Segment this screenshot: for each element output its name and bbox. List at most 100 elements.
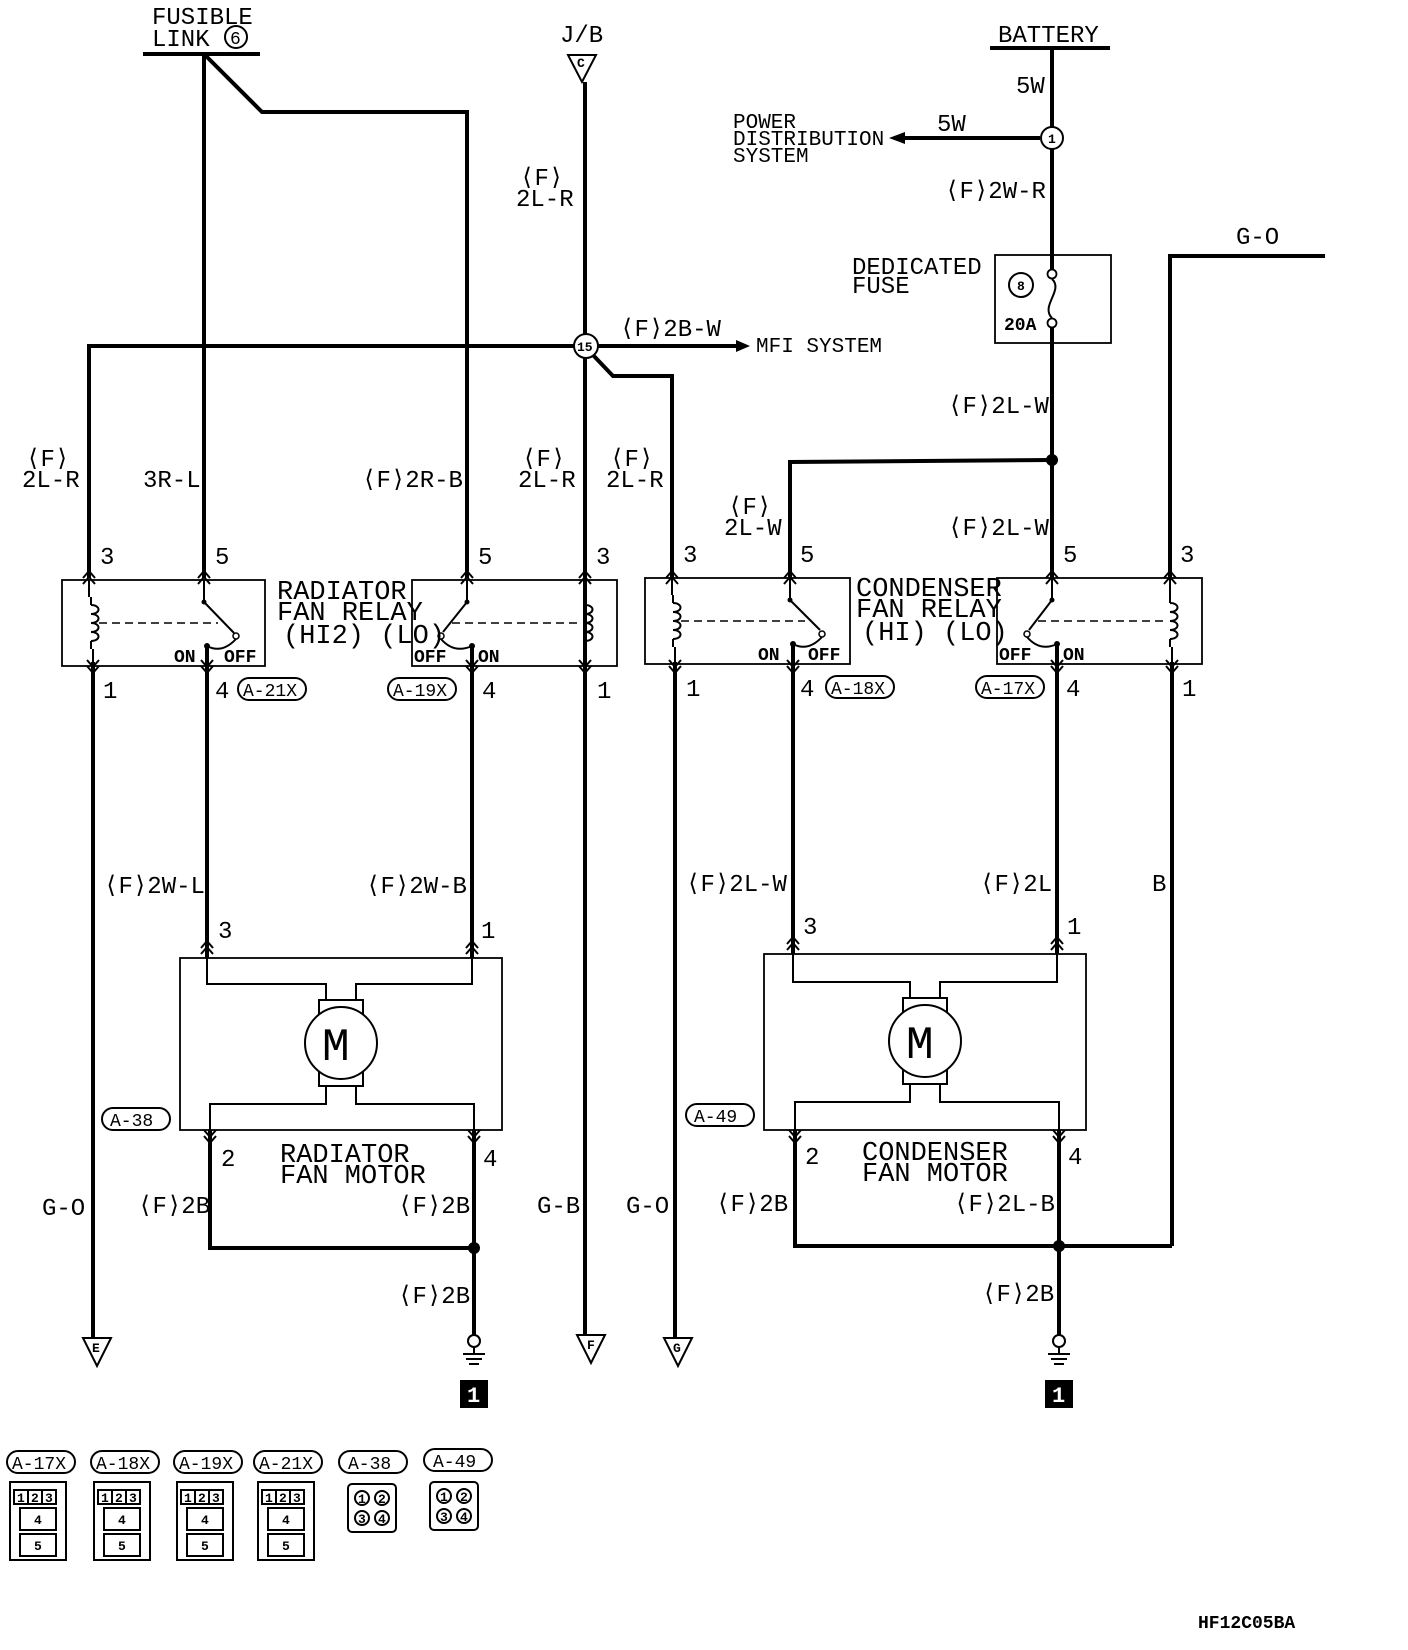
condenser-ground: 1 (1045, 1334, 1073, 1409)
power-distribution-label-2: DISTRIBUTION (733, 129, 884, 152)
terminal-g-icon (662, 1337, 694, 1369)
svg-text:4: 4 (201, 1513, 209, 1528)
connector-a19x: A-19X 1 2 3 4 5 (173, 1450, 243, 1561)
svg-text:15: 15 (577, 340, 593, 355)
svg-text:A-38: A-38 (348, 1455, 391, 1475)
battery-label: BATTERY (998, 23, 1099, 50)
connector-a38: A-38 1 2 3 4 (338, 1450, 408, 1533)
battery-source: BATTERY (990, 23, 1110, 50)
svg-text:ON: ON (174, 648, 196, 668)
connector-a17x-label: A-17X (981, 680, 1035, 700)
svg-text:1: 1 (686, 677, 700, 704)
svg-text:4: 4 (1068, 1145, 1082, 1172)
radiator-relay-1: ON OFF 3 5 1 4 A-21X (61, 545, 307, 706)
wire-labels: 5W ⟨F⟩2W-R ⟨F⟩ 2L-R ⟨F⟩2L-W G-O ⟨F⟩ 2L-R… (22, 74, 1279, 1311)
svg-text:3: 3 (803, 915, 817, 942)
svg-text:5: 5 (215, 545, 229, 572)
svg-text:4: 4 (282, 1513, 290, 1528)
condenser-relay-1: ON OFF 3 5 1 4 A-18X (644, 543, 895, 704)
svg-text:G-O: G-O (42, 1196, 85, 1223)
svg-text:OFF: OFF (414, 648, 446, 668)
condenser-motor-label-2: FAN MOTOR (862, 1160, 1008, 1190)
svg-text:A-21X: A-21X (259, 1455, 313, 1475)
svg-text:⟨F⟩: ⟨F⟩ (522, 447, 565, 474)
svg-text:G-O: G-O (626, 1194, 669, 1221)
svg-text:5: 5 (118, 1539, 126, 1554)
svg-text:1: 1 (440, 1490, 448, 1505)
ground-number: 1 (1052, 1384, 1065, 1409)
svg-text:2: 2 (805, 1145, 819, 1172)
svg-text:1: 1 (103, 679, 117, 706)
svg-text:⟨F⟩2L-W: ⟨F⟩2L-W (948, 516, 1050, 543)
svg-text:B: B (1152, 872, 1166, 899)
radiator-relay-2: OFF ON 5 3 4 1 A-19X (387, 545, 618, 706)
svg-text:OFF: OFF (224, 648, 256, 668)
svg-text:⟨F⟩2L-B: ⟨F⟩2L-B (954, 1192, 1055, 1219)
condenser-relay-label: CONDENSER (856, 575, 1002, 605)
connector-legend: A-17X 1 2 3 4 5 A-18X 1 2 3 4 5 (6, 1448, 493, 1561)
fusible-link-source: FUSIBLE LINK 6 (143, 5, 260, 56)
svg-text:OFF: OFF (999, 646, 1031, 666)
svg-text:3: 3 (358, 1512, 366, 1527)
svg-text:1: 1 (101, 1491, 109, 1506)
svg-text:⟨F⟩: ⟨F⟩ (26, 447, 69, 474)
svg-text:⟨F⟩: ⟨F⟩ (728, 495, 771, 522)
svg-text:3: 3 (440, 1510, 448, 1525)
svg-text:4: 4 (1066, 677, 1080, 704)
svg-text:OFF: OFF (808, 646, 840, 666)
dedicated-fuse-label: DEDICATED (852, 255, 982, 282)
svg-text:4: 4 (800, 677, 814, 704)
fusible-link-label: FUSIBLE (152, 5, 253, 32)
connector-a18x: A-18X 1 2 3 4 5 (90, 1450, 160, 1561)
fusible-link-number-circle (224, 25, 248, 49)
radiator-ground: 1 (460, 1334, 488, 1409)
svg-text:E: E (92, 1341, 100, 1356)
svg-text:3: 3 (596, 545, 610, 572)
svg-text:2L-W: 2L-W (724, 516, 782, 543)
svg-text:4: 4 (34, 1513, 42, 1528)
svg-text:ON: ON (478, 648, 500, 668)
condenser-motor-label: CONDENSER (862, 1139, 1008, 1169)
svg-text:⟨F⟩2R-B: ⟨F⟩2R-B (362, 468, 463, 495)
svg-text:4: 4 (378, 1512, 386, 1527)
svg-text:4: 4 (483, 1147, 497, 1174)
svg-text:5: 5 (1063, 543, 1077, 570)
svg-text:A-49: A-49 (433, 1453, 476, 1473)
svg-text:⟨F⟩2W-B: ⟨F⟩2W-B (366, 874, 467, 901)
terminal-f-icon (575, 1334, 607, 1366)
dedicated-fuse: 8 20A (994, 254, 1112, 344)
connector-a49-label: A-49 (694, 1108, 737, 1128)
svg-text:2: 2 (460, 1490, 468, 1505)
ground-number: 1 (467, 1384, 480, 1409)
wires (87, 48, 1325, 1338)
terminal-g: G (662, 1337, 694, 1369)
fusible-link-number: 6 (230, 30, 241, 50)
radiator-relay-label-2: FAN RELAY (277, 599, 423, 629)
relay-switch-icon (442, 601, 468, 633)
svg-text:1: 1 (265, 1491, 273, 1506)
relay-switch-icon (789, 599, 821, 631)
jb-terminal-letter: C (577, 56, 585, 71)
svg-text:1: 1 (184, 1491, 192, 1506)
svg-text:4: 4 (460, 1510, 468, 1525)
svg-text:5: 5 (800, 543, 814, 570)
radiator-fan-motor: M 3 1 2 4 A-38 (101, 919, 503, 1174)
relay-coil-icon (672, 594, 682, 648)
svg-text:3: 3 (1180, 543, 1194, 570)
svg-text:⟨F⟩2L-W: ⟨F⟩2L-W (686, 872, 788, 899)
terminal-e: E (81, 1337, 113, 1369)
svg-text:A-19X: A-19X (179, 1455, 233, 1475)
svg-text:1: 1 (597, 679, 611, 706)
svg-text:⟨F⟩2L: ⟨F⟩2L (980, 872, 1052, 899)
svg-text:2: 2 (378, 1492, 386, 1507)
ground-icon (467, 1334, 481, 1348)
connector-a21x-label: A-21X (243, 682, 297, 702)
svg-text:5: 5 (282, 1539, 290, 1554)
svg-text:4: 4 (482, 679, 496, 706)
jb-label: J/B (560, 23, 603, 50)
condenser-fan-motor: M 3 1 2 4 A-49 (685, 915, 1087, 1172)
svg-text:2: 2 (115, 1491, 123, 1506)
motor-symbol-icon: M (322, 1022, 350, 1074)
svg-text:⟨F⟩2W-L: ⟨F⟩2W-L (104, 874, 205, 901)
svg-text:1: 1 (358, 1492, 366, 1507)
